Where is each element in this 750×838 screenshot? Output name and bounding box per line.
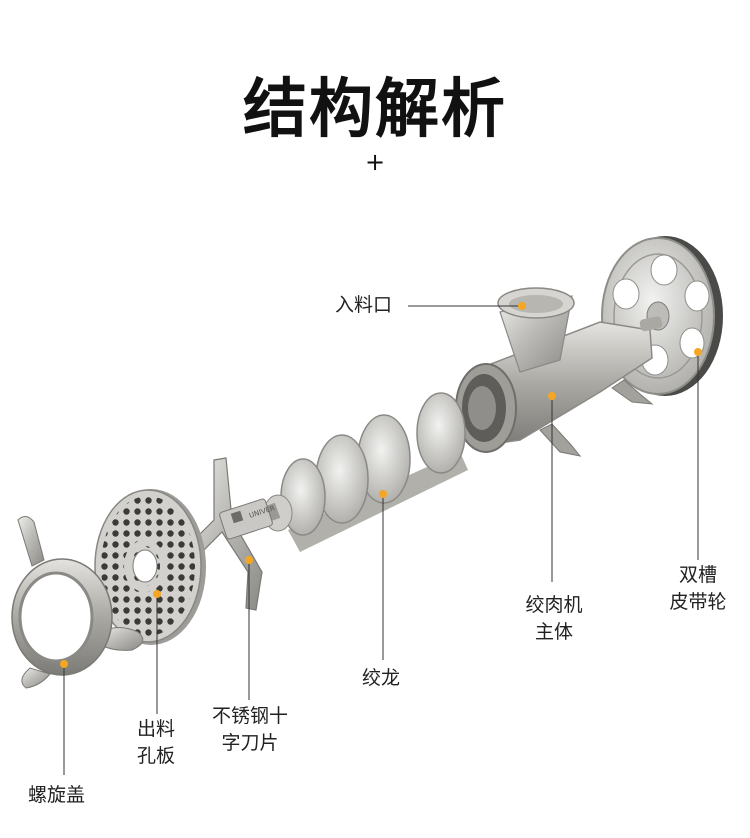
auger-screw bbox=[259, 392, 468, 552]
screw-cap-ring bbox=[11, 516, 144, 689]
label-pulley-line-2: 皮带轮 bbox=[669, 591, 727, 613]
grinder-body bbox=[455, 287, 663, 457]
callout-dot-inlet bbox=[518, 302, 526, 310]
label-inlet: 入料口 bbox=[335, 294, 393, 316]
callout-lines bbox=[63, 305, 699, 775]
callout-dots bbox=[60, 302, 702, 668]
callout-dot-plate bbox=[153, 590, 161, 598]
label-plate-line-1: 出料 bbox=[136, 718, 175, 740]
label-body-line-1: 绞肉机 bbox=[525, 594, 583, 616]
callout-dot-body bbox=[548, 392, 556, 400]
plus-sign: + bbox=[364, 148, 386, 176]
label-cap: 螺旋盖 bbox=[28, 784, 86, 806]
label-blade: 不锈钢十 字刀片 bbox=[202, 703, 298, 757]
label-pulley-line-1: 双槽 bbox=[678, 564, 717, 586]
perforated-plate bbox=[94, 489, 206, 645]
label-blade-line-2: 字刀片 bbox=[221, 732, 279, 754]
page-title: 结构解析 bbox=[243, 73, 507, 147]
label-blade-line-1: 不锈钢十 bbox=[211, 705, 288, 727]
label-body: 绞肉机 主体 bbox=[516, 592, 592, 646]
callout-dot-cap bbox=[60, 660, 68, 668]
callout-dot-screw bbox=[379, 490, 387, 498]
label-plate-line-2: 孔板 bbox=[136, 745, 175, 767]
label-screw: 绞龙 bbox=[362, 667, 401, 689]
callout-dot-pulley bbox=[694, 348, 702, 356]
callout-dot-blade bbox=[245, 556, 253, 564]
label-body-line-2: 主体 bbox=[534, 621, 573, 643]
label-pulley: 双槽 皮带轮 bbox=[660, 562, 736, 616]
label-plate: 出料 孔板 bbox=[126, 716, 186, 770]
